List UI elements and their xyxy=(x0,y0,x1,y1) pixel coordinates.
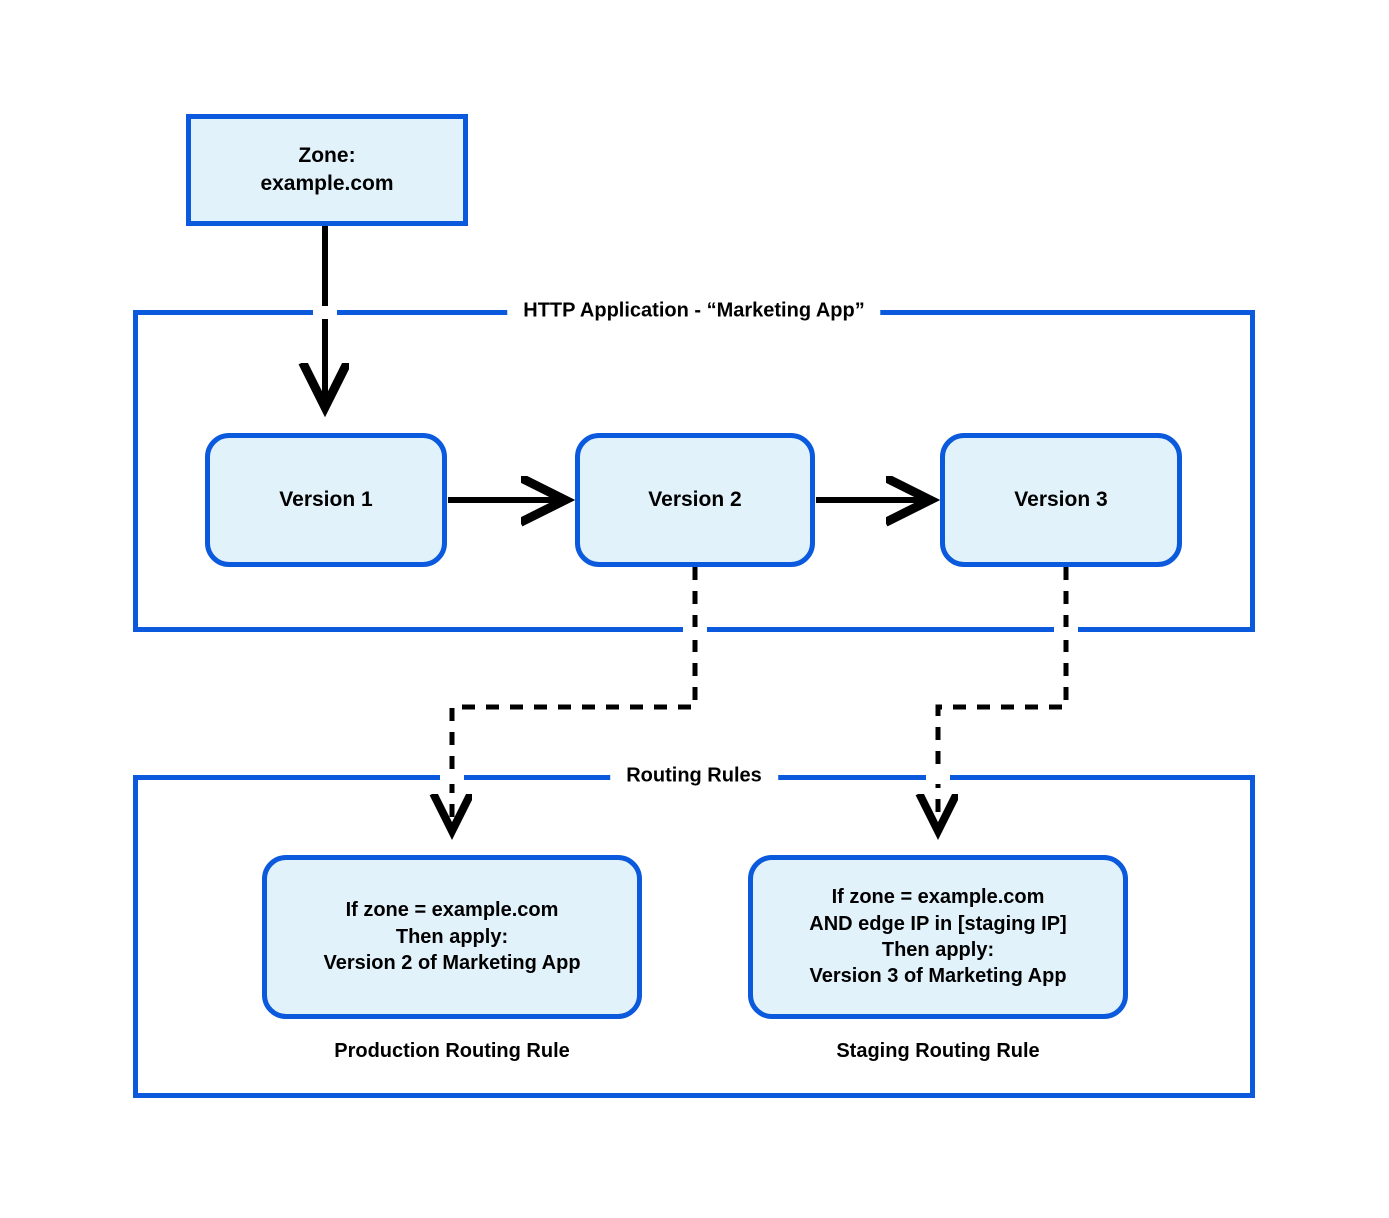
zone-node[interactable]: Zone: example.com xyxy=(186,114,468,226)
border-gap-routing-top-staging xyxy=(926,771,950,784)
staging-routing-rule-node[interactable]: If zone = example.com AND edge IP in [st… xyxy=(748,855,1128,1019)
http-application-group-label: HTTP Application - “Marketing App” xyxy=(507,299,881,323)
version-2-node[interactable]: Version 2 xyxy=(575,433,815,567)
border-gap-routing-top-production xyxy=(440,771,464,784)
zone-label-line-1: Zone: xyxy=(298,144,356,168)
zone-label-line-2: example.com xyxy=(260,172,394,195)
staging-routing-rule-caption: Staging Routing Rule xyxy=(836,1040,1040,1062)
version-1-label: Version 1 xyxy=(279,488,373,512)
version-1-node[interactable]: Version 1 xyxy=(205,433,447,567)
version-3-label: Version 3 xyxy=(1014,488,1108,512)
version-2-label: Version 2 xyxy=(648,488,742,512)
routing-rules-group-label: Routing Rules xyxy=(610,764,778,788)
staging-rule-line-2: AND edge IP in [staging IP] xyxy=(809,912,1067,935)
border-gap-http-bottom-v2 xyxy=(683,627,707,640)
border-gap-http-bottom-v3 xyxy=(1054,627,1078,640)
production-routing-rule-caption: Production Routing Rule xyxy=(334,1040,570,1062)
staging-rule-line-4: Version 3 of Marketing App xyxy=(809,965,1067,988)
production-rule-line-1: If zone = example.com xyxy=(345,899,559,922)
version-3-node[interactable]: Version 3 xyxy=(940,433,1182,567)
staging-rule-line-3: Then apply: xyxy=(881,939,995,961)
staging-rule-line-1: If zone = example.com xyxy=(831,886,1045,909)
production-routing-rule-node[interactable]: If zone = example.com Then apply: Versio… xyxy=(262,855,642,1019)
production-rule-line-3: Version 2 of Marketing App xyxy=(323,952,581,975)
production-rule-line-2: Then apply: xyxy=(395,925,509,948)
border-gap-http-top-zone-arrow xyxy=(313,306,337,319)
